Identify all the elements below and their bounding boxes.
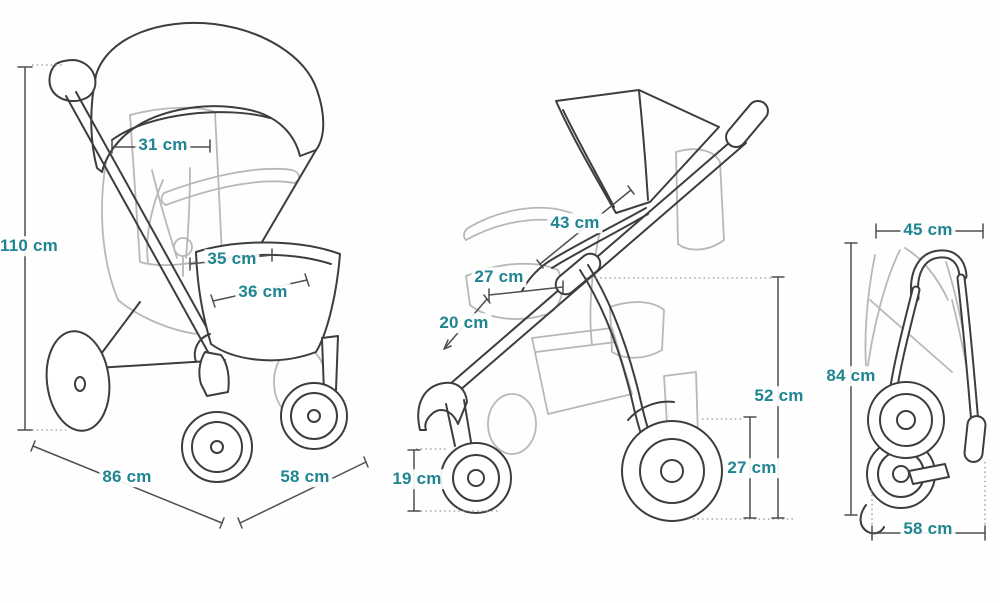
stroller-side-view-art [417,89,769,522]
side-view-frame [417,89,769,522]
rear-wheel [45,330,111,432]
canopy-side [555,89,720,214]
folded-grip [963,415,987,463]
front-caster-left [181,333,253,483]
dim-label-overall-height: 110 cm [0,236,61,256]
dim-line-seat-depth [488,280,564,302]
dim-label-legrest-width: 36 cm [235,282,291,302]
front-view-frame [45,21,348,483]
dim-label-rear-wheel-diameter: 27 cm [724,458,780,478]
dotted-extension-lines [32,64,986,526]
folded-frame [859,249,987,535]
front-wheel-side [440,442,512,514]
dim-label-overall-width: 58 cm [277,467,333,487]
dim-label-handle-bar-width: 20 cm [436,313,492,333]
dim-label-seat-height: 52 cm [751,386,807,406]
frame-joint [554,252,602,296]
shopping-basket [531,327,633,415]
dim-label-front-wheel-diameter: 19 cm [389,469,445,489]
dim-label-overall-length: 86 cm [99,467,155,487]
dim-label-seat-width: 35 cm [204,249,260,269]
bumper-bar [163,167,293,194]
dim-label-seat-depth: 27 cm [471,267,527,287]
stroller-folded-view-art [859,247,987,535]
dim-label-backrest-width: 31 cm [135,135,191,155]
folded-rear-wheel [867,381,945,459]
seat-cushion [465,262,563,320]
canopy [90,21,325,173]
handle-grip-side [725,99,769,149]
front-fender [417,381,468,431]
backrest-tube [521,207,647,292]
dim-line-overall-width [237,456,369,529]
dim-label-folded-depth: 45 cm [900,220,956,240]
stroller-front-view-art [45,21,348,483]
dim-label-folded-height: 84 cm [823,366,879,386]
frame-tube [65,95,209,353]
harness-buckle [173,237,193,257]
front-view-seat-details [101,106,327,419]
dim-label-backrest-length: 43 cm [547,213,603,233]
handle-grip [48,59,97,103]
backrest-side-panel [675,148,725,251]
rear-wheel-side [621,420,723,522]
front-caster-right [280,335,348,450]
dim-label-folded-length: 58 cm [900,519,956,539]
bumper-bar-side [467,206,579,229]
